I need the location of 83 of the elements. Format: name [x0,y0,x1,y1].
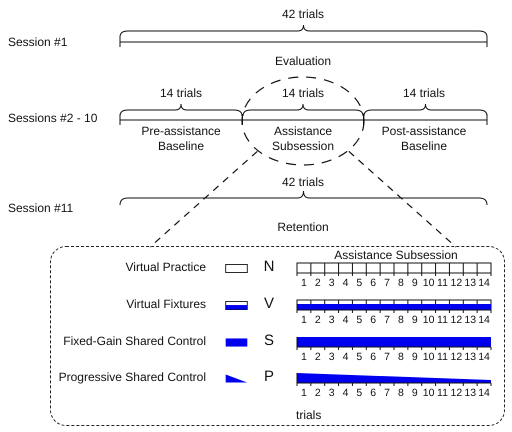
trial-number: 8 [397,387,405,400]
phase-label: Pre-assistance Baseline [140,124,222,154]
trial-number: 14 [477,314,491,328]
phase-label: Retention [276,220,330,235]
trial-number: 8 [397,314,405,328]
trial-number: 14 [477,277,491,290]
trial-number: 7 [383,387,391,400]
trial-number: 2 [314,351,322,364]
trial-count: 14 trials [402,86,446,101]
trial-number: 6 [369,277,378,290]
trial-number: 9 [410,277,419,290]
trial-number: 12 [450,351,464,364]
trial-number: 10 [422,351,436,364]
trial-number: 13 [463,277,478,290]
trial-number: 12 [450,387,464,400]
trial-number: 14 [477,387,491,400]
trial-number: 10 [422,314,436,328]
trial-number: 2 [314,277,322,290]
trial-number: 8 [397,277,405,290]
zoom-line [348,150,456,248]
trial-number: 12 [450,277,464,290]
trial-number: 3 [328,351,336,364]
trial-number: 9 [410,314,419,328]
zoom-line [150,150,258,248]
trial-number: 13 [463,351,478,364]
trial-number: 5 [355,351,364,364]
session-label: Sessions #2 - 10 [8,111,98,126]
trial-number: 1 [300,277,308,290]
trial-number: 13 [463,387,478,400]
trial-number: 1 [300,351,308,364]
condition-label: Fixed-Gain Shared Control [62,334,206,349]
trial-number: 5 [355,314,364,328]
trial-number: 9 [410,387,419,400]
trial-number: 3 [328,314,336,328]
trial-number: 3 [328,277,336,290]
trial-number: 9 [410,351,419,364]
phase-label: Evaluation [274,54,332,69]
trial-count: 14 trials [158,86,204,101]
trial-number: 12 [450,314,464,328]
condition-letter: N [262,258,276,277]
trial-count: 14 trials [280,86,326,101]
phase-label: Post-assistance Baseline [380,124,468,154]
trial-number: 6 [369,351,378,364]
trial-number: 5 [355,277,364,290]
condition-letter: P [262,368,275,387]
trial-number: 4 [342,277,350,290]
panel-heading: Assistance Subsession [333,248,459,263]
trial-number: 4 [342,351,350,364]
session-label: Session #1 [8,35,68,50]
trial-number: 10 [422,277,436,290]
trial-number: 10 [422,387,436,400]
axis-label: trials [296,408,322,423]
trial-number: 7 [383,277,391,290]
trial-number: 14 [477,351,491,364]
condition-label: Virtual Fixtures [125,297,206,312]
trial-number: 7 [383,314,391,328]
trial-number: 2 [314,314,322,328]
dashed-ellipse [241,76,365,166]
trial-number: 11 [436,277,449,290]
trial-number: 11 [436,351,449,364]
trial-number: 3 [328,387,336,400]
trial-number: 5 [355,387,364,400]
trial-count: 42 trials [280,7,326,22]
trial-number: 1 [300,314,308,328]
trial-number: 7 [383,351,391,364]
trial-count: 42 trials [280,175,326,190]
trial-number: 8 [397,351,405,364]
condition-label: Virtual Practice [124,260,206,275]
trial-number: 11 [436,314,449,328]
dashed-panel [50,246,505,426]
trial-number: 2 [314,387,322,400]
trial-number: 1 [300,387,308,400]
trial-number: 4 [342,314,350,328]
trial-number: 4 [342,387,350,400]
phase-label: Assistance Subsession [270,124,336,154]
condition-label: Progressive Shared Control [58,370,206,385]
trial-number: 11 [436,387,449,400]
condition-letter: S [262,332,275,351]
condition-letter: V [262,295,275,314]
trial-number: 6 [369,387,378,400]
session-label: Session #11 [8,201,74,216]
trial-number: 13 [463,314,478,328]
trial-number: 6 [369,314,378,328]
